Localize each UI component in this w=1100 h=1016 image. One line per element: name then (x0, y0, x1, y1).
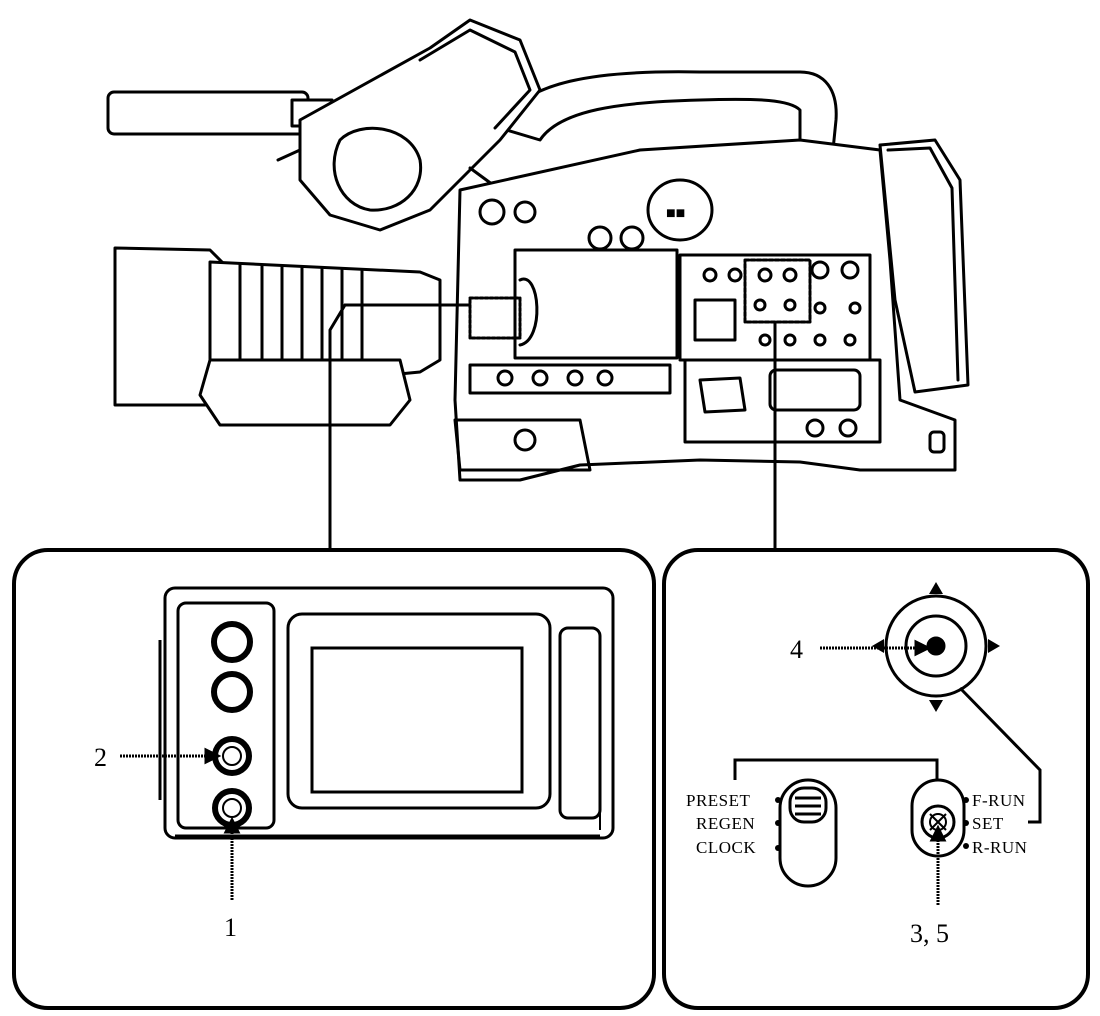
callout-2-label: 2 (94, 743, 107, 772)
switch-label-r-run: R-RUN (972, 838, 1027, 857)
arrow-right-icon (988, 639, 1000, 653)
callout-2-arrow (120, 747, 222, 765)
lcd-screen (310, 646, 524, 794)
switch-label-set: SET (972, 814, 1004, 833)
left-detail-inset: 2 1 (12, 548, 656, 1010)
jog-dial[interactable] (884, 594, 988, 698)
svg-text:■■: ■■ (666, 205, 685, 222)
callout-3-5-label: 3, 5 (910, 919, 949, 948)
leader-lines (328, 303, 777, 548)
switch-label-preset: PRESET (686, 791, 751, 810)
callout-4-arrow (820, 639, 932, 657)
monitor-button-2[interactable] (211, 671, 253, 713)
switch-label-clock: CLOCK (696, 838, 756, 857)
callout-3-5-arrow (929, 824, 947, 905)
callout-1-label: 1 (224, 913, 237, 942)
brand-logo (646, 178, 714, 242)
callout-1-arrow (223, 816, 241, 900)
tc-mode-switch[interactable] (778, 778, 838, 888)
right-detail-inset: 4 PRESET REGEN CLOCK (662, 548, 1090, 1010)
switch-label-regen: REGEN (696, 814, 755, 833)
camcorder-illustration: ■■ (106, 18, 970, 482)
monitor-button-1[interactable] (211, 621, 253, 663)
jog-center-button[interactable] (926, 636, 946, 656)
battery (878, 138, 970, 394)
side-monitor (513, 248, 679, 360)
arrow-down-icon (929, 700, 943, 712)
switch-label-f-run: F-RUN (972, 791, 1026, 810)
callout-4-label: 4 (790, 635, 803, 664)
arrow-up-icon (929, 582, 943, 594)
microphone (106, 90, 310, 136)
